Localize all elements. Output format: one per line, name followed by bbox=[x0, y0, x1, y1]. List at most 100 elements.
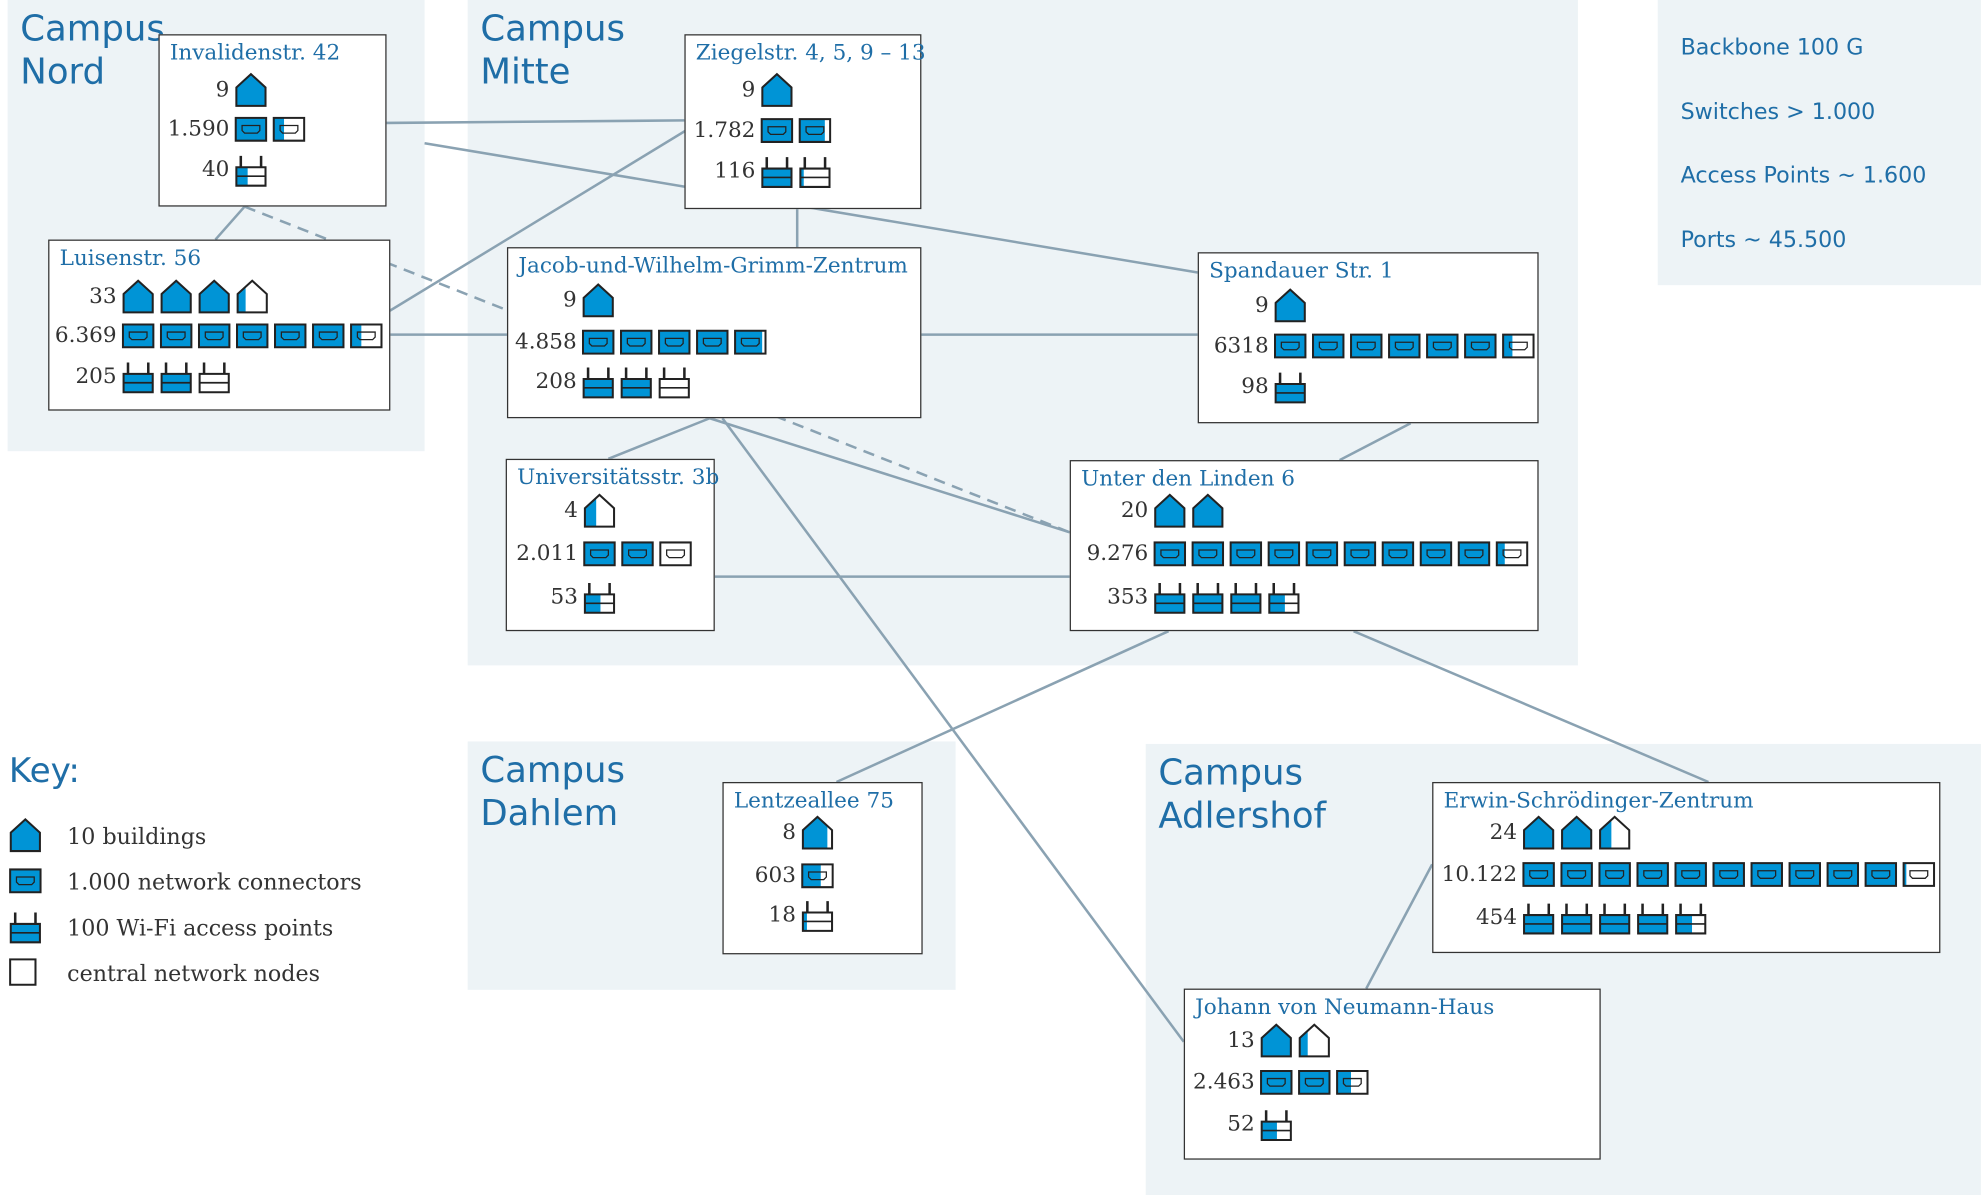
buildings-row: 33 bbox=[41, 279, 274, 314]
connectors-row: 6318 bbox=[1193, 328, 1540, 363]
building-icon bbox=[122, 279, 155, 314]
buildings-row: 8 bbox=[720, 815, 839, 850]
access-point-icon bbox=[1636, 900, 1669, 934]
legend-icon-building bbox=[9, 817, 42, 858]
network-connector-icon bbox=[620, 330, 653, 355]
ap-count: 40 bbox=[153, 157, 229, 182]
network-connector-icon bbox=[1598, 862, 1631, 887]
access-point-icon bbox=[1260, 1107, 1293, 1141]
buildings-row: 9 bbox=[679, 72, 798, 107]
network-connector-icon bbox=[1464, 333, 1497, 358]
access-point-icon bbox=[658, 364, 691, 398]
ap-count: 353 bbox=[1072, 584, 1148, 609]
network-connector-icon bbox=[760, 118, 793, 143]
ap-count: 208 bbox=[501, 369, 577, 394]
network-connector-icon bbox=[9, 868, 42, 893]
access-points-row: 208 bbox=[501, 364, 696, 399]
network-connector-icon bbox=[1502, 333, 1535, 358]
legend-title: Key: bbox=[9, 752, 80, 791]
building-icon bbox=[801, 815, 834, 850]
network-connector-icon bbox=[1636, 862, 1669, 887]
buildings-row: 24 bbox=[1441, 815, 1636, 850]
building-title: Invalidenstr. 42 bbox=[170, 41, 340, 66]
building-title: Erwin-Schrödinger-Zentrum bbox=[1444, 788, 1754, 813]
network-connector-icon bbox=[1305, 541, 1338, 566]
legend-label-connectors: 1.000 network connectors bbox=[67, 871, 361, 896]
legend-item-buildings: 10 buildings bbox=[9, 821, 42, 854]
building-title: Luisenstr. 56 bbox=[60, 246, 202, 271]
building-icon bbox=[198, 279, 231, 314]
access-point-icon bbox=[583, 580, 616, 614]
building-icon bbox=[583, 493, 616, 528]
network-connector-icon bbox=[1750, 862, 1783, 887]
access-point-icon bbox=[1274, 369, 1307, 403]
connectors-row: 1.590 bbox=[153, 112, 310, 147]
building-title: Unter den Linden 6 bbox=[1081, 466, 1295, 491]
connector-count: 2.011 bbox=[502, 541, 578, 566]
network-connector-icon bbox=[1788, 862, 1821, 887]
building-title: Jacob-und-Wilhelm-Grimm-Zentrum bbox=[518, 253, 907, 278]
building-icon bbox=[760, 72, 793, 107]
building-icon bbox=[160, 279, 193, 314]
network-connector-icon bbox=[1153, 541, 1186, 566]
building-count: 9 bbox=[153, 77, 229, 102]
building-title: Spandauer Str. 1 bbox=[1209, 259, 1393, 284]
legend-icon-connector bbox=[9, 868, 42, 898]
building-icon bbox=[1153, 493, 1186, 528]
access-points-row: 98 bbox=[1193, 369, 1312, 404]
connector-count: 1.590 bbox=[153, 117, 229, 142]
building-count: 13 bbox=[1179, 1028, 1255, 1053]
legend-item-connectors: 1.000 network connectors bbox=[9, 867, 42, 900]
buildings-row: 4 bbox=[502, 493, 621, 528]
network-connector-icon bbox=[1426, 333, 1459, 358]
link-linden-schroedinger bbox=[1354, 631, 1709, 782]
ap-count: 116 bbox=[679, 158, 755, 183]
access-point-icon bbox=[582, 364, 615, 398]
access-points-row: 53 bbox=[502, 579, 621, 614]
link-spandauer-linden bbox=[1340, 423, 1411, 460]
building-title: Johann von Neumann-Haus bbox=[1195, 995, 1494, 1020]
building-title: Ziegelstr. 4, 5, 9 – 13 bbox=[696, 41, 926, 66]
network-connector-icon bbox=[160, 323, 193, 348]
network-connector-icon bbox=[1864, 862, 1897, 887]
network-connector-icon bbox=[1496, 541, 1529, 566]
access-points-row: 52 bbox=[1179, 1106, 1298, 1141]
ap-count: 98 bbox=[1193, 374, 1269, 399]
network-connector-icon bbox=[1191, 541, 1224, 566]
buildings-row: 9 bbox=[153, 72, 272, 107]
connector-count: 603 bbox=[720, 863, 796, 888]
legend-label-buildings: 10 buildings bbox=[67, 825, 206, 850]
building-icon bbox=[9, 817, 42, 852]
network-connector-icon bbox=[1343, 541, 1376, 566]
access-point-icon bbox=[122, 359, 155, 393]
legend-item-central-nodes: central network nodes bbox=[9, 958, 37, 991]
access-point-icon bbox=[1191, 580, 1224, 614]
building-icon bbox=[1598, 815, 1631, 850]
network-connector-icon bbox=[658, 330, 691, 355]
building-icon bbox=[1274, 288, 1307, 323]
access-points-row: 40 bbox=[153, 152, 272, 187]
building-count: 8 bbox=[720, 820, 796, 845]
access-points-row: 116 bbox=[679, 153, 836, 188]
access-point-icon bbox=[760, 154, 793, 188]
link-invalidenstr-luisenstr bbox=[215, 207, 244, 240]
network-connector-icon bbox=[1560, 862, 1593, 887]
access-point-icon bbox=[1229, 580, 1262, 614]
network-connector-icon bbox=[236, 323, 269, 348]
access-point-icon bbox=[620, 364, 653, 398]
network-connector-icon bbox=[798, 118, 831, 143]
network-connector-icon bbox=[1388, 333, 1421, 358]
ap-count: 53 bbox=[502, 584, 578, 609]
link-schroedinger-neumann bbox=[1366, 864, 1432, 988]
network-connector-icon bbox=[801, 863, 834, 888]
connectors-row: 10.122 bbox=[1441, 857, 1940, 892]
legend-label-access-points: 100 Wi-Fi access points bbox=[67, 916, 333, 941]
network-connector-icon bbox=[1902, 862, 1935, 887]
connector-count: 6.369 bbox=[41, 323, 117, 348]
network-connector-icon bbox=[274, 323, 307, 348]
